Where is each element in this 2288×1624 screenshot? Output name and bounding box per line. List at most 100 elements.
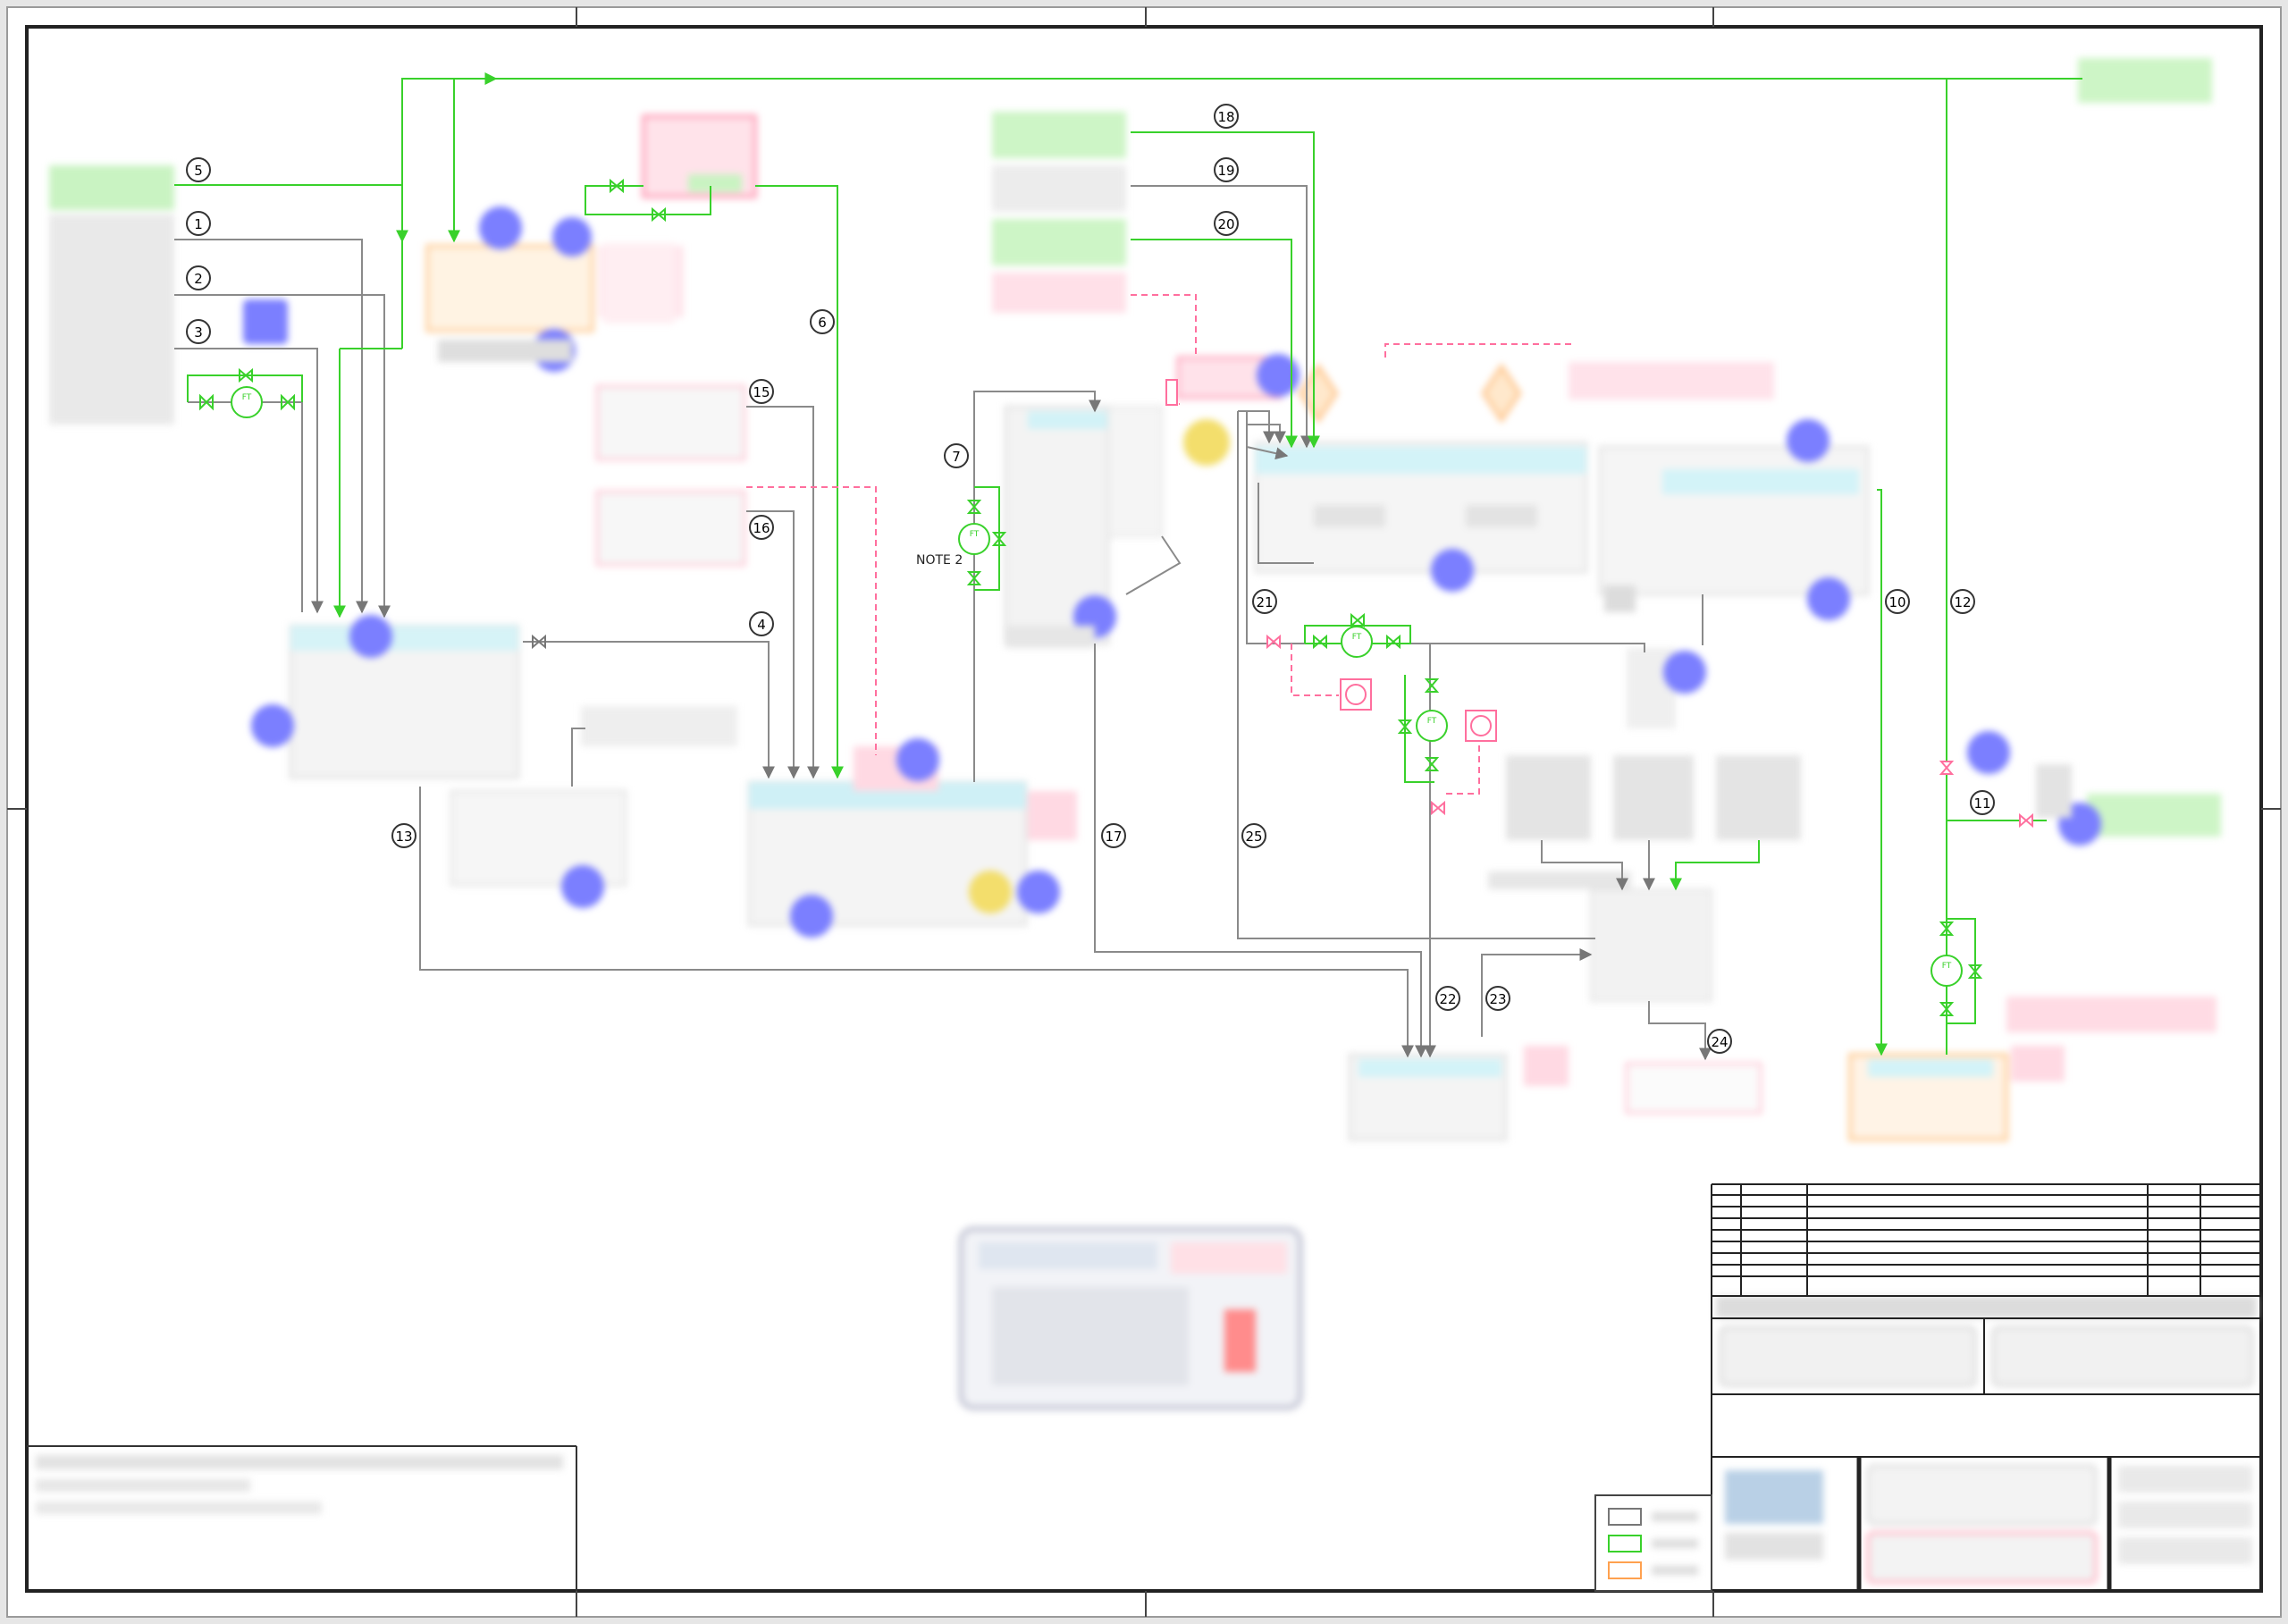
stream-number: 15 — [753, 384, 770, 400]
valve-ft21-1 — [1313, 634, 1327, 650]
stream-bubble-2: 2 — [186, 265, 211, 290]
tag-blue-feed — [243, 299, 288, 344]
flow-transmitter-center — [1416, 710, 1448, 742]
tag-blue-4 — [349, 615, 392, 658]
collector-box — [1590, 888, 1712, 1002]
note-2-label: NOTE 2 — [916, 553, 963, 568]
legend-text-blur — [1652, 1512, 1698, 1575]
label-grey-mid-line — [571, 728, 585, 787]
signal-mid-left — [746, 486, 877, 755]
instruments — [199, 178, 1983, 1016]
stream-bubble-4: 4 — [749, 611, 774, 636]
company-logo-text — [1725, 1533, 1823, 1560]
signal-lines — [746, 294, 1573, 795]
bin-1-line — [1541, 840, 1628, 891]
valve-ft-left-2 — [281, 393, 295, 411]
feed-label-column — [49, 215, 174, 425]
signal-separator — [1384, 343, 1573, 358]
stream-number: 2 — [194, 271, 203, 287]
tag-blue-13 — [1787, 419, 1830, 462]
pink-marker-top — [1165, 379, 1178, 406]
flow-transmitter-7 — [958, 523, 990, 555]
vessel-left-lower — [450, 789, 627, 887]
stream-bubbles: 5 1 2 3 6 15 16 4 7 13 17 18 19 20 21 25… — [186, 104, 1995, 1054]
ft-tag-7: FT — [970, 530, 980, 539]
stream-6-line — [755, 185, 844, 779]
right-unit-cyan — [1662, 469, 1859, 494]
stream-number: 1 — [194, 216, 203, 232]
tag-blue-5 — [251, 704, 294, 747]
stream-bubble-24: 24 — [1707, 1029, 1732, 1054]
stream-bubble-6: 6 — [810, 309, 835, 334]
valve-ft-left-3 — [239, 367, 253, 383]
legend-swatch-process — [1608, 1508, 1642, 1526]
stream-bubble-10: 10 — [1885, 589, 1910, 614]
right-unit-lower — [1604, 585, 1636, 612]
legend-block-pink — [1171, 1242, 1287, 1274]
stream-10-line — [1875, 489, 1888, 1056]
stream-number: 22 — [1439, 991, 1456, 1007]
controller-box-2-c — [1470, 715, 1492, 736]
valve-ftc-2 — [1424, 757, 1440, 771]
tag-blue-9 — [1017, 871, 1060, 913]
ft-tag-center: FT — [1427, 717, 1437, 726]
top-left-valve-loop — [585, 185, 711, 215]
filter-2 — [1481, 363, 1522, 424]
bin-3 — [1716, 755, 1801, 840]
tank-bottom-1-cyan — [1358, 1059, 1502, 1077]
line-to-separator-3 — [1246, 446, 1289, 460]
title-strip — [1716, 1296, 2257, 1318]
stream-number: 7 — [952, 449, 961, 465]
title-block — [1711, 1183, 2261, 1591]
stream-20-line — [1131, 239, 1298, 449]
stream-number: 3 — [194, 324, 203, 341]
separator-return — [1258, 483, 1314, 564]
valve-ft7-3 — [991, 532, 1007, 546]
stream-number: 24 — [1711, 1034, 1728, 1050]
green-label-top-right — [2078, 58, 2212, 103]
control-valve-c — [1431, 800, 1445, 816]
stream-bubble-5: 5 — [186, 157, 211, 182]
column-vessel-narrow — [1107, 406, 1163, 537]
stream-number: 4 — [757, 617, 766, 633]
stream-13-line — [419, 787, 1414, 1058]
zone-ticks — [7, 7, 2281, 1617]
valve-ft7-1 — [966, 500, 982, 514]
stream-number: 13 — [395, 829, 412, 845]
valve-ft7-2 — [966, 571, 982, 585]
stream-box-15 — [595, 384, 746, 461]
stream-bubble-21: 21 — [1252, 589, 1277, 614]
grey-valve — [532, 634, 546, 650]
ft-tags: FT FT FT FT FT — [242, 393, 1952, 971]
bin-label — [1488, 871, 1631, 889]
valve-ft-left-1 — [199, 393, 214, 411]
stream-2-line — [174, 294, 391, 618]
tag-blue-16 — [1967, 731, 2010, 774]
right-unit — [1598, 445, 1870, 596]
bin-3-line — [1670, 840, 1760, 891]
center-unit-pink-r — [1028, 791, 1077, 840]
tag-yellow-2 — [1183, 419, 1230, 466]
stream-number: 25 — [1245, 829, 1262, 845]
title-field-4 — [1866, 1531, 2098, 1584]
valve-ftr-1 — [1939, 921, 1955, 936]
stream-bubble-12: 12 — [1950, 589, 1975, 614]
title-field-5 — [2118, 1466, 2252, 1493]
notes-text-2 — [36, 1479, 250, 1492]
signal-right — [1442, 724, 1480, 795]
tank-bottom-3-pink — [2011, 1046, 2065, 1081]
equipment-orange-left — [425, 244, 594, 332]
tag-yellow-1 — [969, 871, 1012, 913]
label-grey-sep2 — [1466, 505, 1537, 527]
notes-text-3 — [36, 1502, 322, 1514]
valve-ftr-3 — [1967, 964, 1983, 979]
stream-bubble-23: 23 — [1485, 986, 1510, 1011]
label-green-18 — [992, 112, 1126, 158]
label-grey-left — [438, 340, 572, 362]
valve-stream-4 — [532, 634, 546, 650]
stream-15-line — [746, 406, 820, 779]
label-grey-sep1 — [1314, 505, 1385, 527]
ft-tag-21: FT — [1352, 633, 1362, 642]
legend-block-red — [1224, 1309, 1256, 1372]
stream-number: 12 — [1954, 594, 1971, 610]
